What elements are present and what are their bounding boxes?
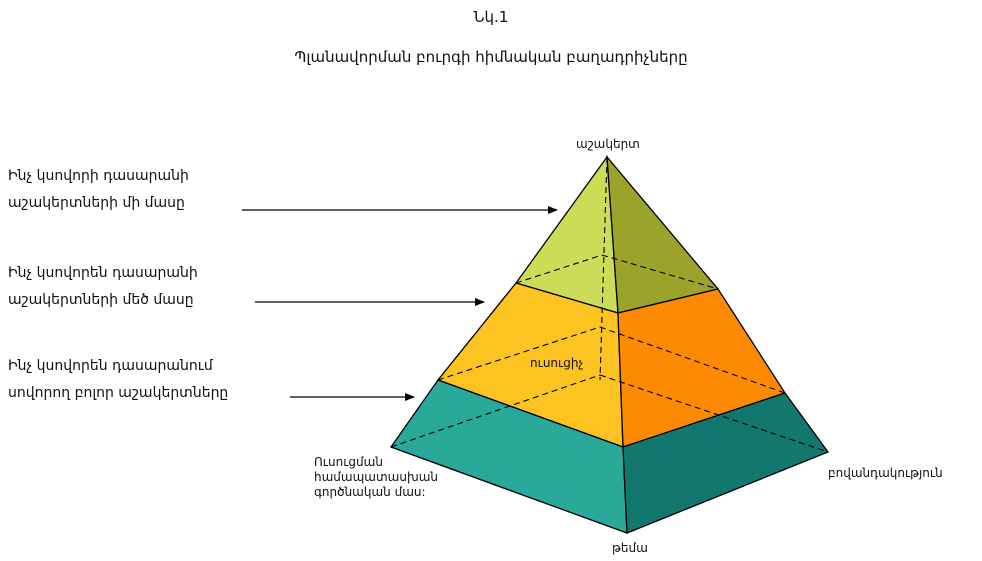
vertex-label-bottom: թեմա bbox=[612, 541, 648, 555]
vertex-label-left: Ուսուցման համապատասխան գործնական մաս: bbox=[314, 455, 438, 500]
label-all-students-line2: սովորող բոլոր աշակերտները bbox=[8, 385, 229, 401]
label-most-students-line1: Ինչ կսովորեն դասարանի bbox=[8, 265, 198, 281]
label-some-students-line2: աշակերտների մի մասը bbox=[8, 195, 185, 211]
vertex-label-center: ուսուցիչ bbox=[530, 356, 584, 370]
vertex-label-left-line1: Ուսուցման bbox=[314, 455, 383, 469]
label-all-students-line1: Ինչ կսովորեն դասարանում bbox=[8, 358, 213, 374]
label-most-students-line2: աշակերտների մեծ մասը bbox=[8, 292, 194, 308]
vertex-label-right: բովանդակություն bbox=[828, 466, 943, 480]
top-tier-right-face bbox=[606, 155, 720, 314]
label-some-students: Ինչ կսովորի դասարանի աշակերտների մի մասը bbox=[8, 163, 189, 217]
vertex-label-top: աշակերտ bbox=[576, 137, 640, 151]
label-some-students-line1: Ինչ կսովորի դասարանի bbox=[8, 168, 189, 184]
vertex-label-left-line2: համապատասխան bbox=[314, 470, 439, 484]
vertex-label-left-line3: գործնական մաս: bbox=[314, 485, 426, 499]
figure-title: Պլանավորման բուրգի հիմնական բաղադրիչները bbox=[294, 48, 688, 66]
label-most-students: Ինչ կսովորեն դասարանի աշակերտների մեծ մա… bbox=[8, 260, 198, 314]
hidden-edges bbox=[390, 156, 829, 453]
figure-number: Նկ.1 bbox=[473, 8, 509, 26]
label-all-students: Ինչ կսովորեն դասարանում սովորող բոլոր աշ… bbox=[8, 353, 228, 407]
